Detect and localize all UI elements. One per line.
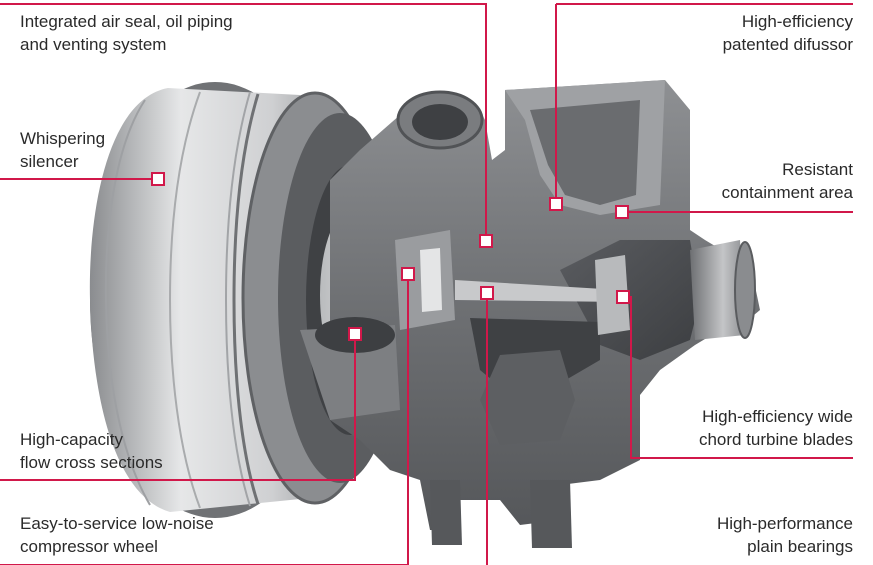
label-difussor-line1: High-efficiency xyxy=(741,12,853,31)
marker-difussor xyxy=(549,197,563,211)
label-bearings-line1: High-performance xyxy=(716,514,853,533)
callout-markers xyxy=(151,172,630,341)
label-compressor-line2: compressor wheel xyxy=(20,537,158,556)
label-silencer-line2: silencer xyxy=(20,152,79,171)
marker-silencer xyxy=(151,172,165,186)
label-compressor-line1: Easy-to-service low-noise xyxy=(20,514,214,533)
label-containment-line1: Resistant xyxy=(782,160,853,179)
label-silencer: Whispering silencer xyxy=(20,127,105,173)
callout-line-air-seal xyxy=(0,3,487,241)
label-containment-line2: containment area xyxy=(721,183,853,202)
marker-air-seal xyxy=(479,234,493,248)
marker-flow xyxy=(348,327,362,341)
label-difussor: High-efficiency patented difussor xyxy=(723,10,853,56)
label-compressor: Easy-to-service low-noise compressor whe… xyxy=(20,512,214,558)
label-turbine-line1: High-efficiency wide xyxy=(702,407,853,426)
callout-line-compressor xyxy=(0,273,409,565)
label-flow-line1: High-capacity xyxy=(20,430,123,449)
label-difussor-line2: patented difussor xyxy=(722,35,853,54)
label-turbine: High-efficiency wide chord turbine blade… xyxy=(699,405,853,451)
label-flow-line2: flow cross sections xyxy=(20,453,163,472)
marker-containment xyxy=(615,205,629,219)
label-turbine-line2: chord turbine blades xyxy=(698,430,853,449)
label-silencer-line1: Whispering xyxy=(20,129,106,148)
label-air-seal-line1: Integrated air seal, oil piping xyxy=(20,12,233,31)
marker-bearings xyxy=(480,286,494,300)
turbocharger-housing xyxy=(300,80,760,548)
label-bearings: High-performance plain bearings xyxy=(717,512,853,558)
marker-turbine xyxy=(616,290,630,304)
label-air-seal: Integrated air seal, oil piping and vent… xyxy=(20,10,233,56)
label-air-seal-line2: and venting system xyxy=(20,35,167,54)
callout-line-flow xyxy=(0,335,356,481)
marker-compressor xyxy=(401,267,415,281)
label-containment: Resistant containment area xyxy=(722,158,853,204)
label-bearings-line2: plain bearings xyxy=(747,537,853,556)
label-flow: High-capacity flow cross sections xyxy=(20,428,163,474)
